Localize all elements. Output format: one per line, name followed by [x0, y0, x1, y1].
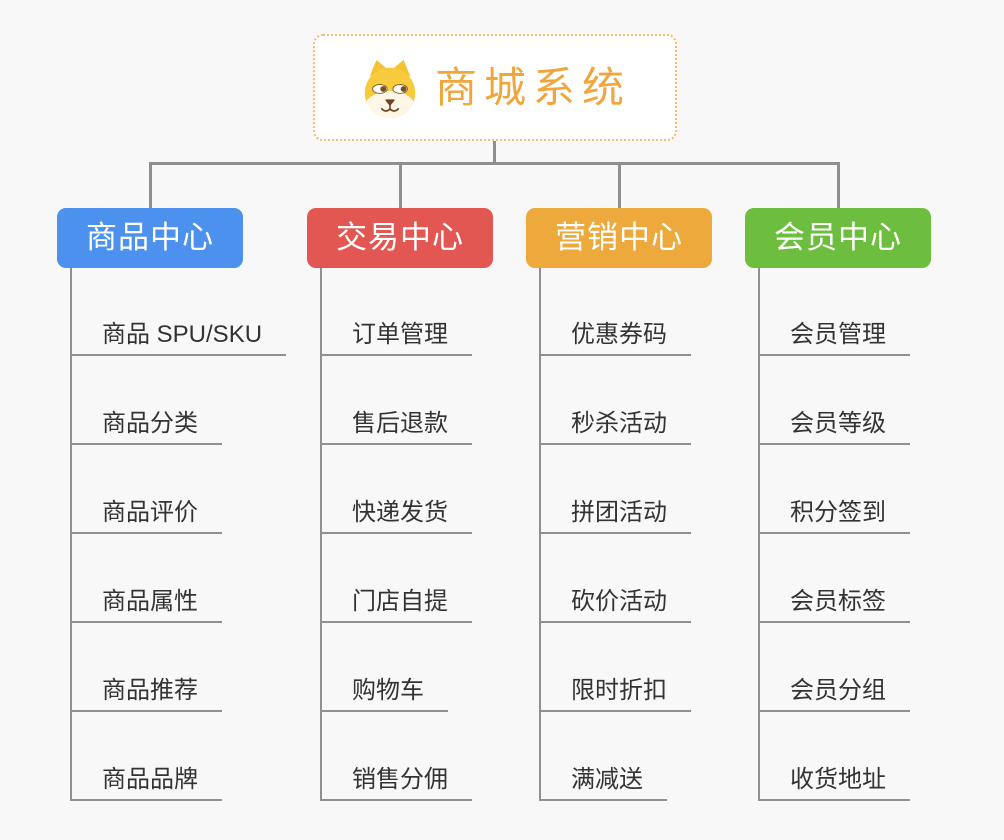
connector-bus	[149, 162, 839, 165]
leaf-node[interactable]: 门店自提	[320, 583, 472, 623]
leaf-node[interactable]: 商品评价	[70, 494, 222, 534]
branch-node-trade-center[interactable]: 交易中心	[307, 208, 493, 268]
leaf-node[interactable]: 售后退款	[320, 405, 472, 445]
leaf-node[interactable]: 积分签到	[758, 494, 910, 534]
branch-trunk-line	[320, 268, 322, 801]
leaf-node[interactable]: 会员标签	[758, 583, 910, 623]
leaf-node[interactable]: 购物车	[320, 672, 448, 712]
leaf-node[interactable]: 会员管理	[758, 316, 910, 356]
leaf-node[interactable]: 快递发货	[320, 494, 472, 534]
leaf-node[interactable]: 会员分组	[758, 672, 910, 712]
leaf-node[interactable]: 商品分类	[70, 405, 222, 445]
leaf-node[interactable]: 销售分佣	[320, 761, 472, 801]
leaf-node[interactable]: 秒杀活动	[539, 405, 691, 445]
connector-drop-trade-center	[398, 162, 402, 208]
leaf-node[interactable]: 砍价活动	[539, 583, 691, 623]
leaf-node[interactable]: 商品 SPU/SKU	[70, 316, 287, 356]
leaf-node[interactable]: 订单管理	[320, 316, 472, 356]
branch-trunk-line	[70, 268, 72, 801]
branch-node-product-center[interactable]: 商品中心	[57, 208, 243, 268]
branch-trunk-line	[758, 268, 760, 801]
leaf-node[interactable]: 商品品牌	[70, 761, 222, 801]
leaf-node[interactable]: 限时折扣	[539, 672, 691, 712]
root-node[interactable]: 商城系统	[313, 34, 677, 141]
branch-trunk-line	[539, 268, 541, 801]
branch-node-member-center[interactable]: 会员中心	[745, 208, 931, 268]
leaf-node[interactable]: 会员等级	[758, 405, 910, 445]
connector-root-stem	[493, 141, 496, 165]
leaf-node[interactable]: 商品推荐	[70, 672, 222, 712]
root-title: 商城系统	[434, 63, 631, 111]
leaf-node[interactable]: 商品属性	[70, 583, 222, 623]
leaf-node[interactable]: 拼团活动	[539, 494, 691, 534]
dog-face-icon	[364, 59, 416, 118]
connector-drop-marketing-center	[617, 162, 621, 208]
connector-drop-member-center	[836, 162, 840, 208]
leaf-node[interactable]: 收货地址	[758, 761, 910, 801]
branch-node-marketing-center[interactable]: 营销中心	[526, 208, 712, 268]
connector-drop-product-center	[148, 162, 152, 208]
leaf-node[interactable]: 满减送	[539, 761, 667, 801]
leaf-node[interactable]: 优惠券码	[539, 316, 691, 356]
